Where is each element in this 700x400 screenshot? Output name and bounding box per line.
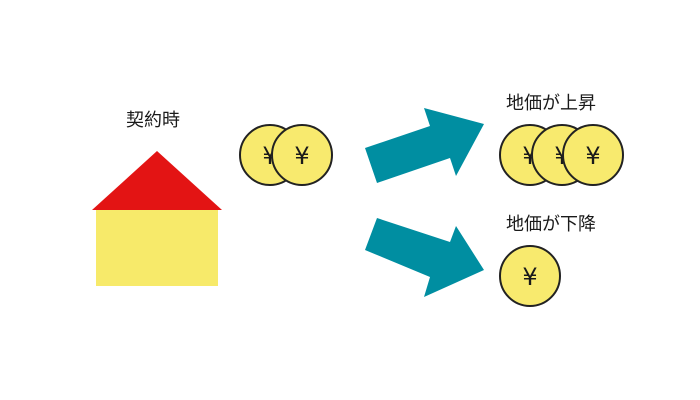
rise-coins: ¥ ¥ ¥ (499, 124, 624, 186)
coin-icon: ¥ (271, 124, 333, 186)
coin-symbol: ¥ (522, 263, 537, 291)
arrow-down-icon (365, 218, 484, 297)
contract-time-label: 契約時 (126, 110, 180, 131)
arrow-up-icon (365, 108, 484, 183)
house-icon (92, 151, 222, 286)
contract-coins: ¥ ¥ (239, 124, 333, 186)
price-rise-label: 地価が上昇 (506, 93, 596, 114)
house-body (96, 210, 218, 286)
price-fall-label: 地価が下降 (506, 214, 596, 235)
coin-icon: ¥ (562, 124, 624, 186)
coin-icon: ¥ (499, 245, 561, 307)
coin-symbol: ¥ (294, 142, 309, 170)
house-roof (92, 151, 222, 210)
coin-symbol: ¥ (585, 142, 600, 170)
fall-coin: ¥ (499, 245, 561, 307)
